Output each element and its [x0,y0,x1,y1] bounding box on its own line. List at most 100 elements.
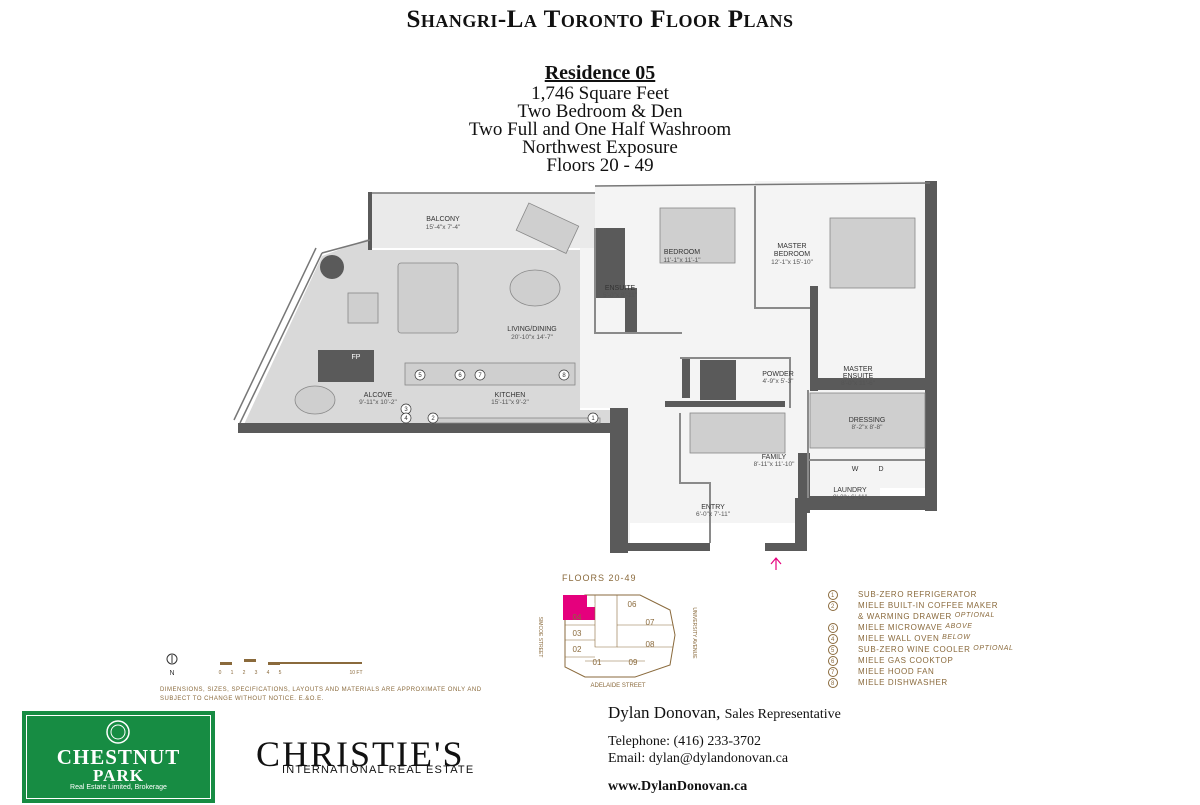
window-line [239,252,323,424]
marker-8 [558,369,570,381]
unit-05: 05 [591,600,600,609]
keyplan-floors-label: FLOORS 20-49 [562,573,637,583]
entry-dim: 6'-0"x 7'-11" [696,511,731,518]
chestnut-emblem-icon [106,720,130,744]
scale-tick: 2 [243,670,246,676]
entry-label: ENTRY [701,504,725,511]
street-adelaide: ADELAIDE STREET [590,683,645,689]
scale-tick: 5 [279,670,282,676]
wall [925,181,937,511]
marker-2 [427,412,439,424]
park-text: PARK [93,766,144,785]
legend-item: & WARMING DRAWER OPTIONAL [858,612,995,621]
north-label: N [169,670,174,677]
bedroom-label: BEDROOM [664,249,700,256]
wall [665,401,785,407]
partition [594,228,682,334]
scale-segment [244,659,256,662]
unit-06: 06 [628,600,637,609]
fireplace-label: FP [352,354,361,361]
dressing-dim: 8'-2"x 8'-8" [852,424,884,431]
partition [680,357,791,408]
family-dim: 8'-11"x 11'-10" [754,461,796,468]
scale-tick: 4 [267,670,270,676]
master-ensuite-label-2: ENSUITE [843,373,874,380]
living-label: LIVING/DINING [507,326,556,333]
living-dim: 20'-10"x 14'-7" [511,334,553,341]
laundry-label: LAUNDRY [833,487,867,494]
wall [238,423,610,433]
agent-name-line: Dylan Donovan, Sales Representative [608,703,841,723]
balcony-dim: 15'-4"x 7'-4" [426,224,461,231]
bed [659,207,736,264]
laundry-dim: 8'-2"x 6'-11" [833,494,868,501]
scale-bar: N 0 1 2 3 4 5 10 FT [166,653,363,677]
window-line [321,239,371,254]
agent-title: Sales Representative [724,707,841,722]
chestnut-park-logo: CHESTNUT PARK Real Estate Limited, Broke… [22,711,215,803]
entry-arrow-icon [770,557,782,570]
dressing-closet [809,392,926,449]
disclaimer: DIMENSIONS, SIZES, SPECIFICATIONS, LAYOU… [160,687,482,702]
unit-divisions [565,624,673,662]
wall [610,408,628,553]
floor-fill-east [370,181,930,548]
agent-website-link[interactable]: www.DylanDonovan.ca [608,779,748,794]
residence-exposure: Northwest Exposure [522,137,678,158]
master-bedroom-label-2: BEDROOM [774,251,810,258]
core-outline [594,595,618,648]
kitchen-counter [429,417,601,424]
scale-tick: 1 [231,670,234,676]
wall [810,286,818,391]
marker-8-label: 8 [562,373,566,379]
wall [682,358,690,398]
unit-09: 09 [629,658,638,667]
alcove-dim: 9'-11"x 10'-2" [359,399,397,406]
sofa [397,262,459,334]
dressing-label: DRESSING [849,417,886,424]
wall [700,360,736,400]
wall [807,496,927,510]
fireplace-block [318,350,374,382]
agent-telephone: Telephone: (416) 233-3702 [608,734,761,749]
unit-02: 02 [573,645,582,654]
marker-1-label: 1 [591,416,595,422]
unit-08: 08 [646,640,655,649]
window-line [594,182,931,187]
family-label: FAMILY [762,454,787,461]
unit-07: 07 [646,618,655,627]
agent-name: Dylan Donovan, [608,703,721,722]
north-arrow-icon [166,653,178,665]
dining-table [509,269,561,307]
balcony-lounger [515,202,580,254]
marker-1 [587,412,599,424]
master-bed [829,217,916,289]
street-simcoe: SIMCOE STREET [537,617,543,658]
armchair [347,292,379,324]
window-line [233,247,317,421]
marker-4-label: 4 [404,416,408,422]
agent-email[interactable]: Email: dylan@dylandonovan.ca [608,751,789,766]
wall [625,288,637,333]
ensuite-dim: 5'-0"x 8'-11" [603,292,638,299]
planter [320,255,344,279]
residence-bedrooms: Two Bedroom & Den [517,101,683,122]
washer-label: W [852,466,859,473]
master-bedroom-dim: 12'-1"x 15'-10" [771,259,813,266]
marker-7-label: 7 [478,373,482,379]
kitchen-label: KITCHEN [495,392,526,399]
ensuite-label: ENSUITE [605,285,636,292]
powder-label: POWDER [762,371,794,378]
scale-segment [268,662,280,665]
residence-floors: Floors 20 - 49 [546,155,654,176]
partition [754,186,810,309]
christies-tagline: INTERNATIONAL REAL ESTATE [282,764,475,776]
wall [610,543,710,551]
residence-washrooms: Two Full and One Half Washroom [468,119,732,140]
